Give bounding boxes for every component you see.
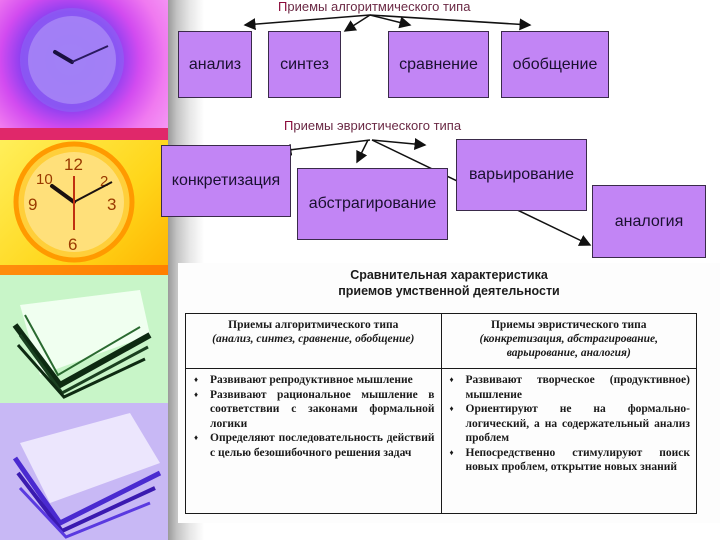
box-variation: варьирование: [456, 139, 587, 211]
box-comparison: сравнение: [388, 31, 489, 98]
table-row: Развивают репродуктивное мышление Развив…: [185, 368, 697, 514]
heading-text: риемы алгоритмического типа: [287, 0, 471, 14]
list-item: Развивают рациональное мышление в соотве…: [192, 388, 435, 432]
box-analysis: анализ: [178, 31, 252, 98]
papers-photo-lavender: [0, 403, 168, 540]
svg-text:2: 2: [100, 173, 108, 190]
algorithmic-traits-cell: Развивают репродуктивное мышление Развив…: [185, 368, 442, 514]
box-concretization: конкретизация: [161, 145, 291, 217]
algorithmic-traits-list: Развивают репродуктивное мышление Развив…: [192, 373, 435, 460]
column-header-title: Приемы эвристического типа: [490, 319, 647, 331]
comparison-scan: Сравнительная характеристика приемов умс…: [178, 263, 720, 523]
clock-photo-purple: [0, 0, 168, 140]
papers-photo-green: [0, 275, 168, 403]
column-header-subtitle: (анализ, синтез, сравнение, обобщение): [212, 333, 415, 345]
heading-initial: П: [284, 118, 294, 133]
comparison-table: Приемы алгоритмического типа (анализ, си…: [185, 313, 697, 514]
papers-icon: [12, 290, 152, 399]
comparison-title-line2: приемов умственной деятельности: [338, 284, 560, 298]
clock-icon: 12 3 6 9 10 2: [0, 141, 168, 275]
svg-text:3: 3: [107, 195, 116, 214]
heading-text: риемы эвристического типа: [293, 118, 462, 133]
list-item: Непосредственно стимулируют поиск новых …: [448, 446, 690, 475]
column-header-title: Приемы алгоритмического типа: [228, 319, 399, 331]
column-header-algorithmic: Приемы алгоритмического типа (анализ, си…: [185, 313, 442, 369]
list-item: Ориентируют не на формально-логический, …: [448, 402, 690, 446]
list-item: Развивают творческое (продуктивное) мышл…: [448, 373, 690, 402]
comparison-title-line1: Сравнительная характеристика: [350, 268, 548, 282]
heading-initial: П: [278, 0, 288, 14]
column-header-heuristic: Приемы эвристического типа (конкретизаци…: [440, 313, 697, 369]
heuristic-heading: Приемы эвристического типа: [284, 118, 461, 133]
column-header-subtitle: (конкретизация, абстрагирование, варьиро…: [479, 333, 659, 359]
list-item: Развивают репродуктивное мышление: [192, 373, 435, 388]
list-item: Определяют последовательность действий с…: [192, 431, 435, 460]
comparison-title: Сравнительная характеристика приемов умс…: [178, 267, 720, 299]
svg-text:10: 10: [36, 171, 53, 188]
svg-text:6: 6: [68, 235, 77, 254]
box-generalization: обобщение: [501, 31, 609, 98]
clock-icon: [0, 8, 168, 140]
box-analogy: аналогия: [592, 185, 706, 258]
svg-text:12: 12: [64, 155, 83, 174]
svg-text:9: 9: [28, 195, 37, 214]
heuristic-traits-list: Развивают творческое (продуктивное) мышл…: [448, 373, 690, 475]
heuristic-traits-cell: Развивают творческое (продуктивное) мышл…: [440, 368, 697, 514]
algorithmic-heading: Приемы алгоритмического типа: [278, 0, 470, 14]
box-abstraction: абстрагирование: [297, 168, 448, 240]
papers-icon: [12, 413, 162, 539]
box-synthesis: синтез: [268, 31, 341, 98]
clock-photo-yellow: 12 3 6 9 10 2: [0, 140, 168, 275]
